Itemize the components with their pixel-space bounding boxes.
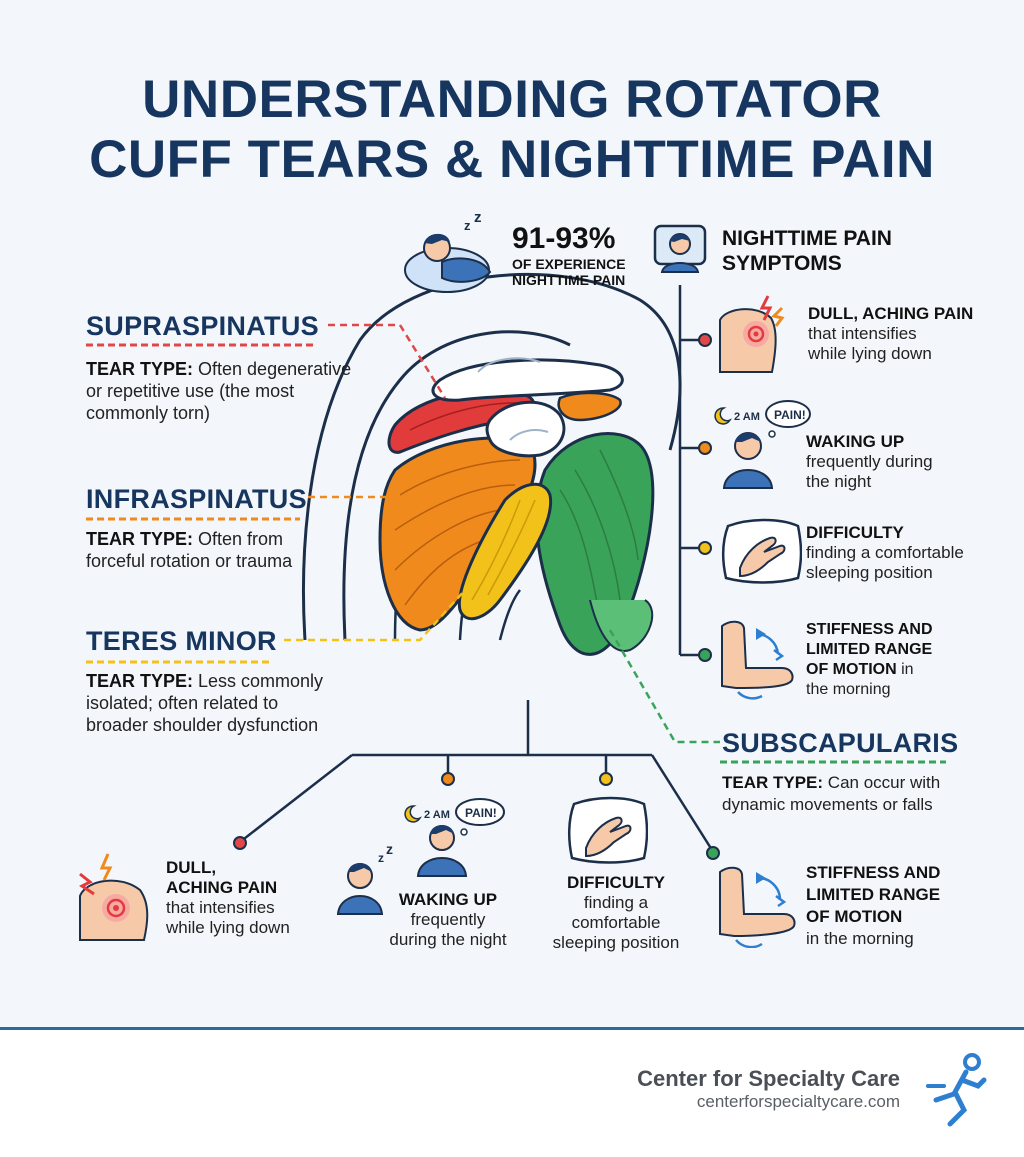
tear-type-label: TEAR TYPE: <box>86 359 194 379</box>
svg-text:z: z <box>386 841 393 857</box>
infraspinatus-description: TEAR TYPE: Often from forceful rotation … <box>86 528 386 572</box>
right-symptom-3-line-3: sleeping position <box>806 563 933 582</box>
stat-label-line-2: NIGHTTIME PAIN <box>512 272 626 288</box>
waking-up-icon: 2 AM PAIN! <box>714 400 811 489</box>
right-symptom-3-title: DIFFICULTY <box>806 523 904 542</box>
tear-type-label: TEAR TYPE: <box>722 773 824 792</box>
supraspinatus-line-3: commonly torn) <box>86 403 211 423</box>
right-symptom-4: STIFFNESS AND LIMITED RANGE OF MOTION in… <box>806 620 933 700</box>
footer-url[interactable]: centerforspecialtycare.com <box>696 1092 900 1111</box>
symptoms-header-line-2: SYMPTOMS <box>722 252 842 275</box>
supraspinatus-line-2: or repetitive use (the most <box>86 381 295 401</box>
teres-minor-line-2: isolated; often related to <box>86 693 279 713</box>
sleeping-person-icon: z z <box>404 210 492 293</box>
humeral-head-bone <box>485 400 566 458</box>
tear-type-label: TEAR TYPE: <box>86 529 194 549</box>
right-symptom-2-line-3: the night <box>806 472 872 491</box>
bottom-symptom-2-line-3: during the night <box>389 930 507 949</box>
timeline-dot-green <box>698 648 712 662</box>
bubble-text: PAIN! <box>465 806 497 820</box>
bottom-symptom-1: DULL, ACHING PAIN that intensifies while… <box>166 858 290 938</box>
bottom-symptom-4-title-3: OF MOTION <box>806 907 903 926</box>
right-symptom-3: DIFFICULTY finding a comfortable sleepin… <box>806 523 964 583</box>
right-symptom-3-line-2: finding a comfortable <box>806 543 964 562</box>
bottom-symptom-4: STIFFNESS AND LIMITED RANGE OF MOTION in… <box>806 862 940 950</box>
stat-label-line-1: OF EXPERIENCE <box>512 256 626 272</box>
teres-minor-line-3: broader shoulder dysfunction <box>86 715 319 735</box>
svg-text:z: z <box>464 218 471 233</box>
symptoms-header: NIGHTTIME PAIN SYMPTOMS <box>722 226 892 276</box>
right-symptom-2: WAKING UP frequently during the night <box>806 432 933 492</box>
teres-minor-label: TERES MINOR <box>86 626 277 656</box>
supraspinatus-line-1: Often degenerative <box>193 359 352 379</box>
bottom-symptom-3: DIFFICULTY finding a comfortable sleepin… <box>536 873 696 953</box>
bottom-symptom-4-line-4: in the morning <box>806 929 914 948</box>
bottom-symptom-1-title-2: ACHING PAIN <box>166 878 278 897</box>
clock-text: 2 AM <box>424 809 450 821</box>
subscapularis-line-2: dynamic movements or falls <box>722 795 933 814</box>
right-symptom-4-title-1: STIFFNESS AND <box>806 621 933 638</box>
shoulder-pain-icon <box>719 295 785 373</box>
tear-type-label: TEAR TYPE: <box>86 671 194 691</box>
pillow-hand-icon <box>722 518 802 584</box>
timeline-dot-red <box>698 333 712 347</box>
stat-value: 91-93% <box>512 222 616 255</box>
right-symptom-1-title: DULL, ACHING PAIN <box>808 304 974 323</box>
bottom-symptom-1-title-1: DULL, <box>166 858 217 877</box>
stiff-arm-icon <box>721 620 794 700</box>
right-symptom-2-line-2: frequently during <box>806 452 933 471</box>
right-symptom-4-title-3: OF MOTION <box>806 661 897 678</box>
timeline-dot-yellow <box>698 541 712 555</box>
stat-label: OF EXPERIENCE NIGHTTIME PAIN <box>512 256 626 288</box>
bottom-symptom-4-title-1: STIFFNESS AND <box>806 863 941 882</box>
infraspinatus-line-2: forceful rotation or trauma <box>86 551 293 571</box>
bottom-symptom-2: WAKING UP frequently during the night <box>368 890 528 950</box>
right-symptom-2-title: WAKING UP <box>806 432 905 451</box>
right-symptom-4-rest: in <box>896 661 914 678</box>
right-symptom-1-line-3: while lying down <box>808 344 932 363</box>
bottom-symptom-3-line-4: sleeping position <box>552 933 680 952</box>
subscapularis-description: TEAR TYPE: Can occur with dynamic moveme… <box>722 772 1012 816</box>
bottom-symptom-1-line-4: while lying down <box>166 918 290 937</box>
bottom-symptom-1-line-3: that intensifies <box>166 898 275 917</box>
pillow-hand-icon-bottom <box>568 796 648 864</box>
bottom-symptom-3-line-3: comfortable <box>571 913 661 932</box>
right-symptom-4-title-2: LIMITED RANGE <box>806 641 933 658</box>
timeline-dot-orange <box>698 441 712 455</box>
right-symptom-1: DULL, ACHING PAIN that intensifies while… <box>808 304 973 364</box>
subscapularis-line-1: Can occur with <box>823 773 941 792</box>
infraspinatus-label: INFRASPINATUS <box>86 484 307 514</box>
footer <box>0 1027 1024 1157</box>
person-in-bed-icon <box>653 224 707 273</box>
shoulder-pain-icon-bottom <box>79 853 149 941</box>
stiff-arm-icon-bottom <box>719 866 796 948</box>
clock-text: 2 AM <box>734 411 760 423</box>
supraspinatus-description: TEAR TYPE: Often degenerative or repetit… <box>86 358 386 424</box>
subscapularis-label: SUBSCAPULARIS <box>722 728 959 758</box>
right-symptom-4-line-4: the morning <box>806 681 891 698</box>
right-symptom-1-line-2: that intensifies <box>808 324 917 343</box>
symptoms-header-line-1: NIGHTTIME PAIN <box>722 227 892 250</box>
bottom-symptom-4-title-2: LIMITED RANGE <box>806 885 941 904</box>
logo-runner-icon <box>926 1053 987 1127</box>
infraspinatus-line-1: Often from <box>193 529 284 549</box>
page-title-line-1: UNDERSTANDING ROTATOR <box>142 70 882 129</box>
bottom-symptom-2-line-2: frequently <box>410 910 486 929</box>
teres-minor-description: TEAR TYPE: Less commonly isolated; often… <box>86 670 386 736</box>
shoulder-diagram <box>86 272 946 860</box>
teres-minor-line-1: Less commonly <box>193 671 324 691</box>
footer-brand: Center for Specialty Care <box>637 1066 900 1091</box>
supraspinatus-label: SUPRASPINATUS <box>86 311 319 341</box>
svg-text:z: z <box>378 851 384 865</box>
bottom-symptom-2-title: WAKING UP <box>398 890 498 909</box>
waking-up-icon-bottom: z z 2 AM PAIN! <box>336 798 505 915</box>
bottom-symptom-3-title: DIFFICULTY <box>567 873 665 892</box>
bubble-text: PAIN! <box>774 408 806 422</box>
bottom-symptom-3-line-2: finding a <box>583 893 649 912</box>
svg-text:z: z <box>474 210 482 226</box>
page-title-line-2: CUFF TEARS & NIGHTTIME PAIN <box>89 130 935 189</box>
